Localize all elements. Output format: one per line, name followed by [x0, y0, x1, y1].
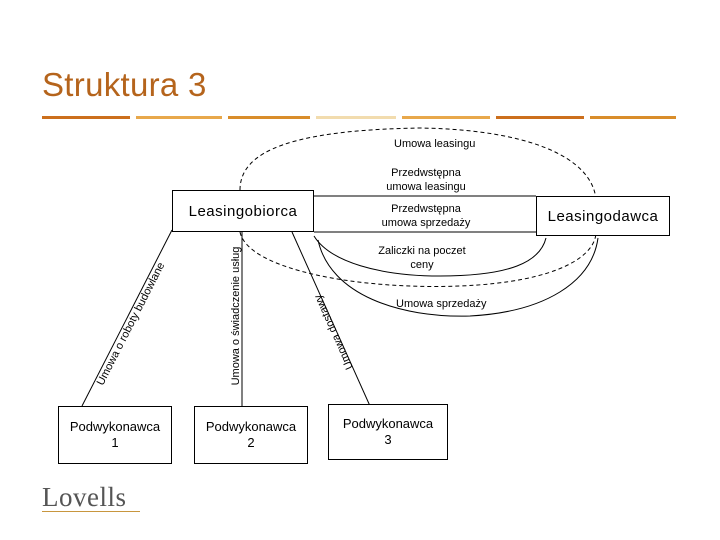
umowa-leasingu-curve [239, 127, 597, 209]
zaliczki-line2: ceny [410, 259, 434, 271]
rule-segment [590, 116, 676, 119]
logo-underline [42, 511, 140, 512]
podwykonawca-1-line2: 1 [111, 435, 119, 450]
rule-segment [228, 116, 310, 119]
zaliczki-curve [313, 235, 547, 277]
zaliczki-label: Zaliczki na poczet ceny [370, 244, 474, 272]
umowa-sprzedazy-label: Umowa sprzedaży [396, 298, 487, 310]
podwykonawca-1-box: Podwykonawca 1 [58, 406, 172, 464]
podwykonawca-3-line1: Podwykonawca [342, 416, 434, 431]
podwykonawca-3-line2: 3 [384, 432, 392, 447]
rule-segment [316, 116, 396, 119]
zaliczki-line1: Zaliczki na poczet [378, 245, 466, 257]
przedwstepna-leasingu-line1: Przedwstępna [391, 167, 461, 179]
podwykonawca-3-box: Podwykonawca 3 [328, 404, 448, 460]
podwykonawca-2-line2: 2 [247, 435, 255, 450]
leasingodawca-label: Leasingodawca [547, 207, 659, 225]
przedwstepna-sprzedazy-line2: umowa sprzedaży [381, 217, 471, 229]
rule-segment [402, 116, 490, 119]
przedwstepna-leasingu-line2: umowa leasingu [386, 181, 466, 193]
leasingobiorca-label: Leasingobiorca [188, 202, 298, 220]
rule-segment [136, 116, 222, 119]
roboty-budowlane-line [81, 229, 173, 407]
rule-segment [42, 116, 130, 119]
podwykonawca-1-line1: Podwykonawca [69, 419, 161, 434]
swiadczenie-uslug-label: Umowa o świadczenie usług [230, 246, 242, 386]
podwykonawca-2-box: Podwykonawca 2 [194, 406, 308, 464]
leasingobiorca-box: Leasingobiorca [172, 190, 314, 232]
przedwstepna-sprzedazy-label: Przedwstępna umowa sprzedaży [376, 202, 476, 230]
rule-segment [496, 116, 584, 119]
umowa-leasingu-label: Umowa leasingu [394, 138, 476, 150]
podwykonawca-2-line1: Podwykonawca [205, 419, 297, 434]
lovells-logo: Lovells [42, 482, 127, 512]
umowa-dostawy-line [291, 231, 371, 407]
umowa-leasingu-return [239, 231, 597, 287]
slide-title: Struktura 3 [42, 66, 207, 103]
przedwstepna-leasingu-label: Przedwstępna umowa leasingu [376, 166, 476, 194]
przedwstepna-sprzedazy-line1: Przedwstępna [391, 203, 461, 215]
leasingodawca-box: Leasingodawca [536, 196, 670, 236]
umowa-sprzedazy-curve [317, 237, 599, 317]
